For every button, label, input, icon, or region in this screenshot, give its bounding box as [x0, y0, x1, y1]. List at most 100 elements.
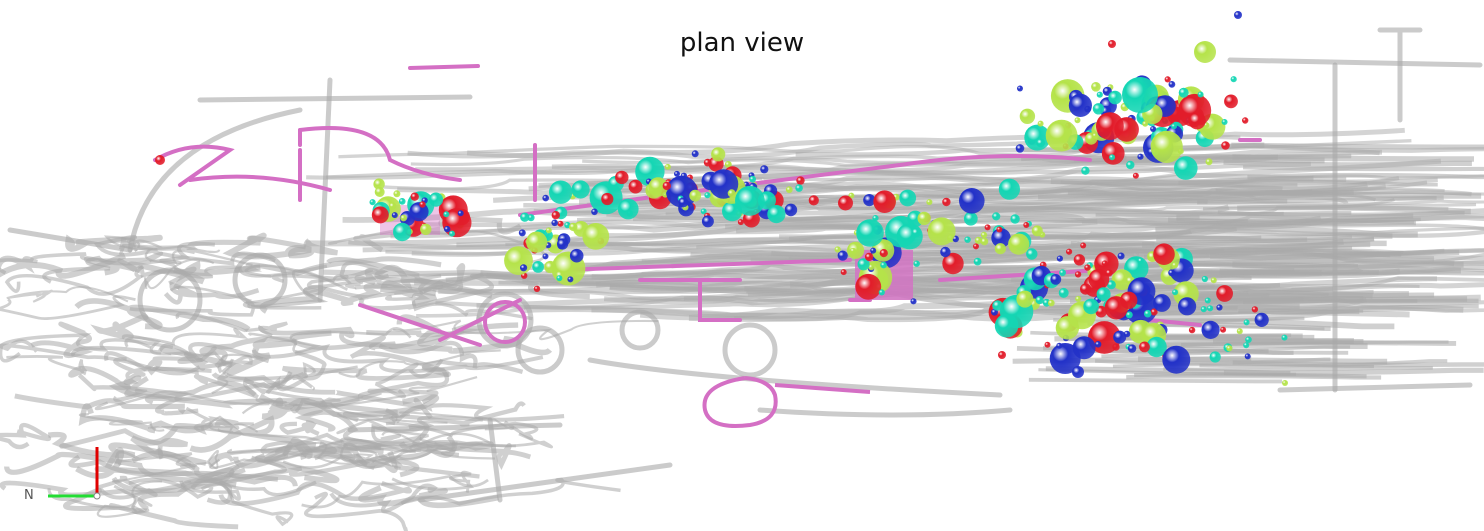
seismic-event [942, 252, 964, 275]
seismic-event [1171, 123, 1177, 130]
seismic-event [1205, 158, 1213, 166]
seismic-event [420, 223, 432, 235]
tunnel [1007, 234, 1262, 240]
seismic-event [1188, 326, 1196, 334]
seismic-event [1201, 275, 1208, 283]
tunnel [1197, 195, 1437, 205]
seismic-event [864, 252, 874, 262]
tunnel [1060, 180, 1298, 188]
seismic-event [1150, 126, 1157, 132]
development-drive [698, 278, 742, 322]
seismic-event [917, 211, 931, 226]
tunnel [587, 357, 1003, 398]
seismic-event [1137, 153, 1144, 160]
seismic-event [1281, 334, 1288, 341]
seismic-event [868, 263, 875, 271]
seismic-event [711, 147, 726, 162]
tunnel [1163, 366, 1433, 372]
tunnel [6, 286, 129, 303]
seismic-event [727, 189, 736, 198]
tunnel [113, 357, 212, 386]
tunnel [398, 439, 494, 453]
tunnel [695, 199, 1484, 213]
seismic-event [899, 189, 917, 207]
seismic-event [964, 236, 971, 243]
seismic-event [1113, 330, 1127, 344]
seismic-event [1216, 304, 1223, 311]
tunnel [1243, 165, 1484, 172]
seismic-event [1036, 138, 1046, 148]
seismic-event [767, 205, 786, 224]
seismic-event [1045, 119, 1078, 152]
seismic-event [992, 300, 1003, 311]
seismic-event [873, 190, 896, 213]
tunnel [42, 241, 216, 284]
seismic-event [760, 165, 769, 174]
seismic-event [879, 249, 888, 258]
seismic-event [648, 177, 668, 197]
seismic-event [878, 289, 885, 296]
seismic-event [1125, 311, 1133, 319]
seismic-event [628, 179, 643, 194]
seismic-event [1101, 260, 1108, 267]
tunnel [392, 319, 659, 341]
tunnel [75, 447, 237, 488]
seismic-event [1210, 277, 1217, 284]
axis-origin [93, 492, 101, 500]
seismic-event [1242, 117, 1249, 124]
tunnel [270, 362, 358, 389]
seismic-event [1080, 242, 1087, 249]
seismic-event [1207, 305, 1214, 312]
seismic-event [1117, 252, 1125, 260]
seismic-event [545, 227, 552, 234]
seismic-event [785, 186, 793, 194]
seismic-event [1178, 297, 1197, 316]
seismic-event [984, 224, 991, 231]
seismic-event [569, 222, 578, 232]
tunnel [1084, 246, 1353, 254]
seismic-event [855, 273, 882, 300]
seismic-event [749, 175, 756, 183]
tunnel [1141, 240, 1387, 250]
seismic-event [1008, 233, 1030, 255]
seismic-event [784, 203, 798, 217]
north-label: N [24, 488, 34, 503]
tunnel [1227, 57, 1483, 68]
seismic-event [1153, 243, 1175, 265]
seismic-event [1188, 112, 1206, 130]
seismic-event [1245, 336, 1252, 344]
tunnel [112, 449, 219, 483]
seismic-event [1026, 248, 1038, 260]
seismic-event [1164, 76, 1171, 83]
seismic-event [1050, 274, 1062, 285]
seismic-event [926, 199, 933, 206]
tunnel [313, 435, 422, 461]
seismic-event [1122, 77, 1158, 113]
seismic-event [857, 258, 870, 271]
seismic-event [870, 247, 877, 254]
tunnel [47, 484, 153, 515]
tunnel [1012, 355, 1252, 364]
seismic-event [1092, 103, 1105, 115]
tunnel [348, 240, 1155, 254]
tunnel [0, 251, 164, 275]
seismic-event [973, 257, 982, 266]
seismic-event [1153, 294, 1171, 312]
seismic-event [591, 208, 598, 216]
seismic-event [1209, 351, 1221, 363]
seismic-event [1150, 130, 1183, 163]
tunnel-loop [619, 309, 661, 351]
seismic-events [155, 11, 1288, 386]
seismic-event [391, 212, 398, 219]
seismic-event [1106, 280, 1116, 290]
seismic-event [419, 201, 426, 208]
seismic-event [1091, 82, 1101, 92]
seismic-event [678, 197, 689, 208]
tunnel [90, 314, 163, 340]
seismic-event [662, 181, 671, 191]
seismic-event [1234, 11, 1242, 19]
seismic-event [808, 195, 819, 206]
tunnel [1238, 304, 1479, 314]
